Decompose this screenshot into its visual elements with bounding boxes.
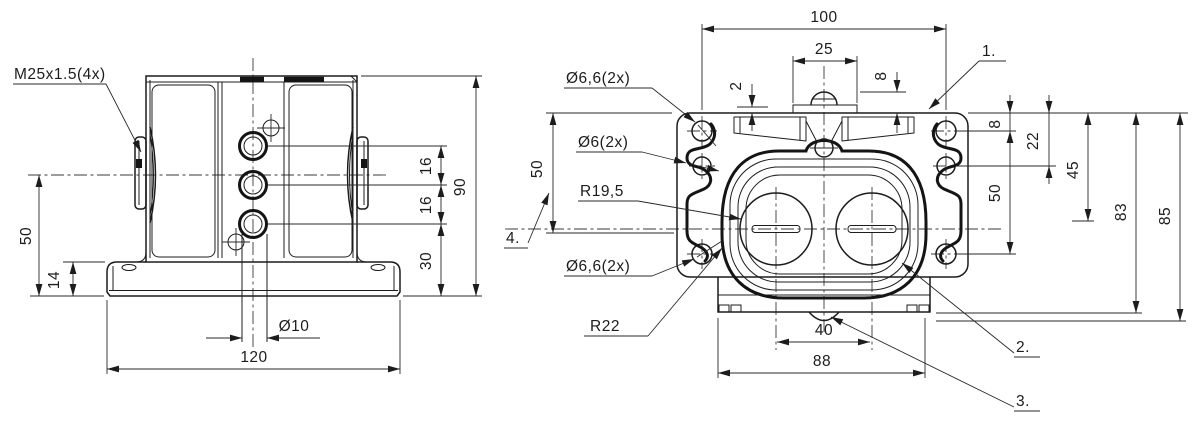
callout-4: 4. bbox=[504, 192, 550, 249]
front-view: M25x1.5(4x) 50 14 16 16 30 bbox=[13, 58, 482, 374]
adjuster-slot-left bbox=[751, 225, 801, 233]
front-holes bbox=[222, 114, 285, 256]
adjuster-slot-right bbox=[847, 225, 897, 233]
gasket-channel bbox=[685, 122, 963, 300]
cable-gland-right bbox=[346, 126, 369, 224]
top-centerlines bbox=[505, 66, 1002, 350]
dim-bore-pitch: 40 bbox=[815, 322, 833, 339]
dim-edge-to-center-left: 50 bbox=[529, 160, 546, 178]
svg-text:2.: 2. bbox=[1016, 339, 1030, 356]
dim-housing-width: 88 bbox=[813, 353, 831, 370]
dim-edge-to-small-hole: 22 bbox=[1025, 132, 1042, 150]
svg-text:R22: R22 bbox=[590, 318, 620, 335]
front-centerlines bbox=[28, 58, 386, 348]
svg-text:Ø6,6(2x): Ø6,6(2x) bbox=[566, 258, 630, 275]
thread-callout: M25x1.5(4x) bbox=[13, 66, 142, 153]
dim-dome-height: 8 bbox=[873, 71, 890, 80]
dim-overall-width: 120 bbox=[240, 349, 267, 366]
bore-seats bbox=[729, 158, 919, 291]
label-small-hole: Ø6(2x) bbox=[576, 134, 720, 172]
top-plate bbox=[676, 112, 969, 278]
svg-text:1.: 1. bbox=[982, 43, 996, 60]
dim-edge-to-bore-center: 45 bbox=[1065, 161, 1082, 179]
dim-overall-height: 90 bbox=[452, 178, 469, 196]
bottom-dome bbox=[808, 311, 840, 322]
dim-mount-hole-pitch: 50 bbox=[987, 184, 1004, 202]
dim-overall-depth: 85 bbox=[1157, 207, 1174, 225]
dim-mount-hole-span: 100 bbox=[810, 9, 837, 26]
top-button bbox=[792, 91, 858, 113]
front-dimensions: 50 14 16 16 30 90 Ø10 120 bbox=[18, 75, 482, 374]
dim-hole-pitch-lower: 16 bbox=[418, 196, 435, 214]
dim-hole-to-base: 30 bbox=[418, 252, 435, 270]
svg-text:4.: 4. bbox=[506, 230, 520, 247]
front-body bbox=[135, 75, 368, 263]
cable-gland-left bbox=[134, 126, 157, 224]
dim-edge-to-hole-row: 8 bbox=[987, 119, 1004, 128]
dim-flange-thickness: 14 bbox=[46, 271, 63, 289]
callout-2: 2. bbox=[901, 262, 1040, 358]
svg-text:3.: 3. bbox=[1016, 393, 1030, 410]
dim-body-depth: 83 bbox=[1113, 203, 1130, 221]
label-bore-radius: R19,5 bbox=[578, 183, 742, 221]
top-labels: Ø6,6(2x) Ø6(2x) R19,5 Ø6,6(2x) bbox=[504, 43, 1040, 412]
callout-3: 3. bbox=[830, 316, 1040, 412]
top-dimensions: 100 25 2 8 50 8 bbox=[529, 9, 1188, 378]
dim-step-depth: 2 bbox=[728, 81, 745, 90]
thread-label: M25x1.5(4x) bbox=[14, 66, 106, 83]
dim-top-plate-width: 25 bbox=[815, 41, 833, 58]
label-mount-hole-bottom: Ø6,6(2x) bbox=[564, 240, 723, 277]
dim-hole-pitch-upper: 16 bbox=[418, 157, 435, 175]
top-pockets bbox=[733, 116, 915, 158]
label-corner-radius: R22 bbox=[584, 247, 723, 337]
dim-base-to-center: 50 bbox=[18, 227, 35, 245]
front-flange bbox=[106, 234, 401, 342]
top-view: Ø6,6(2x) Ø6(2x) R19,5 Ø6,6(2x) bbox=[504, 9, 1188, 412]
label-mount-hole-top: Ø6,6(2x) bbox=[564, 70, 717, 147]
svg-text:Ø6,6(2x): Ø6,6(2x) bbox=[566, 70, 630, 87]
svg-text:Ø6(2x): Ø6(2x) bbox=[578, 134, 628, 151]
svg-text:R19,5: R19,5 bbox=[580, 183, 624, 200]
lower-housing bbox=[717, 277, 931, 322]
dim-base-hole-dia: Ø10 bbox=[279, 318, 310, 335]
callout-1: 1. bbox=[928, 43, 1006, 110]
